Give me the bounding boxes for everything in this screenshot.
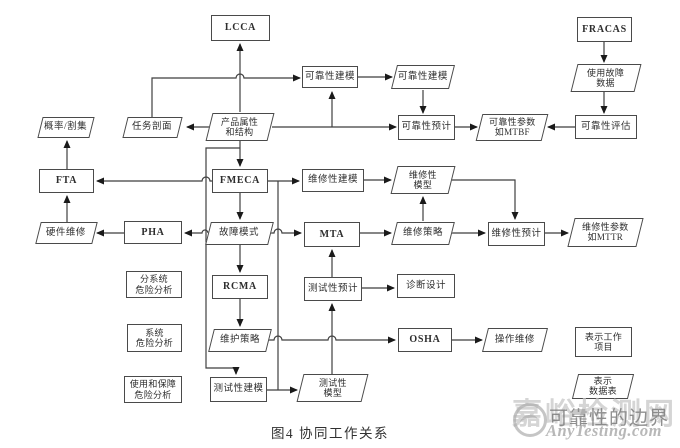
node-subsystem-hazard-analysis: 分系统危险分析 (126, 271, 182, 298)
figure-caption: 图4 协同工作关系 (270, 426, 390, 441)
node-diagnostic-design: 诊断设计 (397, 274, 455, 298)
node-reliability-modeling-data: 可靠性建模 (391, 65, 455, 89)
node-failure-modes: 故障模式 (205, 222, 274, 245)
node-usage-support-hazard-analysis: 使用和保障危险分析 (124, 376, 182, 403)
watermark-url: AnyTesting.com (546, 421, 662, 440)
node-upkeep-strategy: 维护策略 (208, 329, 272, 352)
connector-failmodes-to-mta (271, 228, 302, 237)
node-pha: PHA (124, 221, 182, 244)
connector-profile-to-relmodeling (151, 73, 301, 117)
node-product-attributes: 产品属性和结构 (205, 113, 275, 141)
connector-failmodes-to-pha (184, 229, 209, 237)
node-testability-prediction: 测试性预计 (304, 277, 362, 301)
node-fta: FTA (39, 169, 94, 193)
node-fracas: FRACAS (577, 17, 632, 42)
watermark-brand: 可靠性的边界 (549, 408, 670, 429)
connector-maintmodel-to-maintprediction (452, 179, 519, 220)
node-maintainability-parameters-mttr: 维修性参数如MTTR (567, 218, 644, 247)
node-maintainability-prediction: 维修性预计 (488, 222, 545, 246)
node-maintainability-modeling: 维修性建模 (302, 169, 364, 192)
node-operation-maintenance: 操作维修 (482, 328, 548, 352)
legend-work-item: 表示工作项目 (575, 327, 632, 357)
node-reliability-modeling-task: 可靠性建模 (302, 66, 358, 88)
anytesting-logo-icon (513, 403, 547, 437)
node-lcca: LCCA (211, 15, 270, 41)
node-hardware-maintenance: 硬件维修 (35, 222, 98, 244)
node-system-hazard-analysis: 系统危险分析 (127, 324, 182, 352)
connector-upkeep-to-osha (267, 335, 396, 344)
node-osha: OSHA (398, 328, 452, 352)
node-fmeca: FMECA (212, 169, 268, 193)
connector-fmeca-to-fta (96, 176, 212, 185)
node-probability-cutset: 概率/割集 (37, 117, 95, 138)
node-mta: MTA (304, 222, 360, 247)
node-testability-modeling: 测试性建模 (210, 377, 267, 402)
node-maintainability-model: 维修性模型 (390, 166, 456, 194)
node-mission-profile: 任务剖面 (122, 117, 183, 138)
node-reliability-assessment: 可靠性评估 (575, 115, 637, 139)
node-testability-model: 测试性模型 (296, 374, 369, 402)
node-reliability-prediction: 可靠性预计 (398, 115, 455, 140)
node-maintenance-strategy: 维修策略 (391, 222, 455, 245)
node-rcma: RCMA (212, 275, 268, 299)
connector-prodattrs-to-testmodeling (205, 147, 240, 375)
node-field-failure-data: 使用故障数据 (570, 64, 642, 92)
node-reliability-parameters-mtbf: 可靠性参数如MTBF (475, 114, 549, 141)
